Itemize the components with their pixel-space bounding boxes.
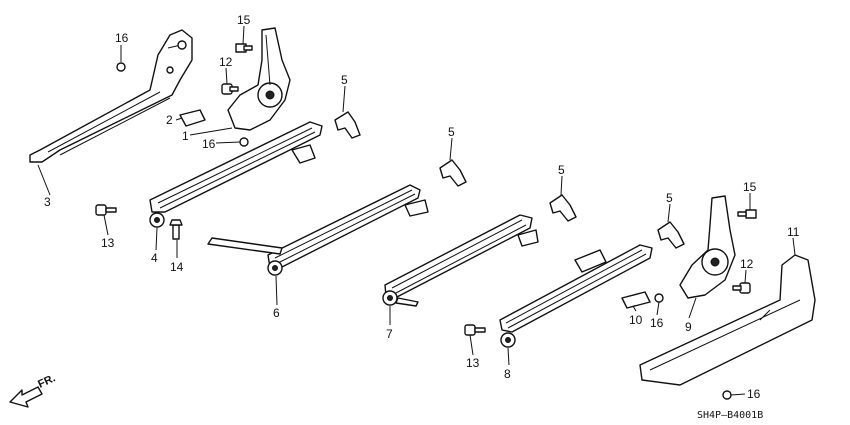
nut-16-c: [654, 293, 664, 303]
bolt-12-b: [732, 282, 751, 294]
part-5-clip: [657, 221, 685, 249]
nut-16-d: [722, 390, 732, 400]
part-5-clip: [439, 159, 467, 187]
part-4-rail: [149, 121, 323, 228]
callout-5: 5: [341, 73, 348, 87]
callout-10: 10: [629, 313, 643, 327]
callout-7: 7: [386, 327, 393, 341]
part-6-rail: [207, 184, 429, 276]
part-2-block: [179, 109, 206, 127]
callout-5: 5: [666, 191, 673, 205]
callout-3: 3: [44, 195, 51, 209]
nut-16-b: [239, 137, 249, 147]
callout-13: 13: [101, 236, 115, 250]
bolt-12-a: [221, 83, 239, 95]
callout-12: 12: [740, 257, 754, 271]
callout-11: 11: [787, 225, 800, 239]
callout-2: 2: [166, 113, 173, 127]
callout-5: 5: [558, 163, 565, 177]
diagram-code: SH4P–B4001B: [697, 410, 763, 421]
part-9-recliner: [679, 195, 736, 299]
part-3-side-bracket: [29, 29, 193, 163]
part-5-clip: [549, 194, 577, 222]
bolt-14: [169, 219, 183, 240]
callout-6: 6: [273, 306, 280, 320]
part-11-side-cover: [639, 254, 816, 386]
front-arrow-icon: FR.: [9, 372, 57, 408]
callout-16: 16: [202, 137, 216, 151]
callout-16: 16: [650, 316, 664, 330]
callout-16: 16: [115, 31, 129, 45]
callout-13: 13: [466, 356, 480, 370]
callout-15: 15: [743, 180, 757, 194]
callout-14: 14: [170, 260, 184, 274]
callout-9: 9: [685, 320, 692, 334]
callout-5: 5: [448, 125, 455, 139]
direction-label: FR.: [36, 372, 57, 390]
part-recliner-upper: [227, 27, 291, 131]
part-10-cover: [621, 291, 651, 309]
leader-lines: [37, 25, 796, 396]
callout-8: 8: [504, 367, 511, 381]
callout-1: 1: [182, 129, 189, 143]
bolt-13-b: [464, 324, 486, 336]
part-7-rail: [382, 214, 539, 307]
callout-4: 4: [151, 251, 158, 265]
callout-12: 12: [219, 55, 233, 69]
bolt-15-b: [737, 209, 757, 219]
callout-16: 16: [747, 387, 761, 401]
part-8-rail: [499, 244, 653, 348]
nut-16-a: [116, 62, 126, 72]
part-5-clip: [334, 111, 361, 139]
bolt-13-a: [95, 204, 117, 216]
callout-15: 15: [237, 13, 251, 27]
bolt-15-a: [235, 43, 253, 53]
